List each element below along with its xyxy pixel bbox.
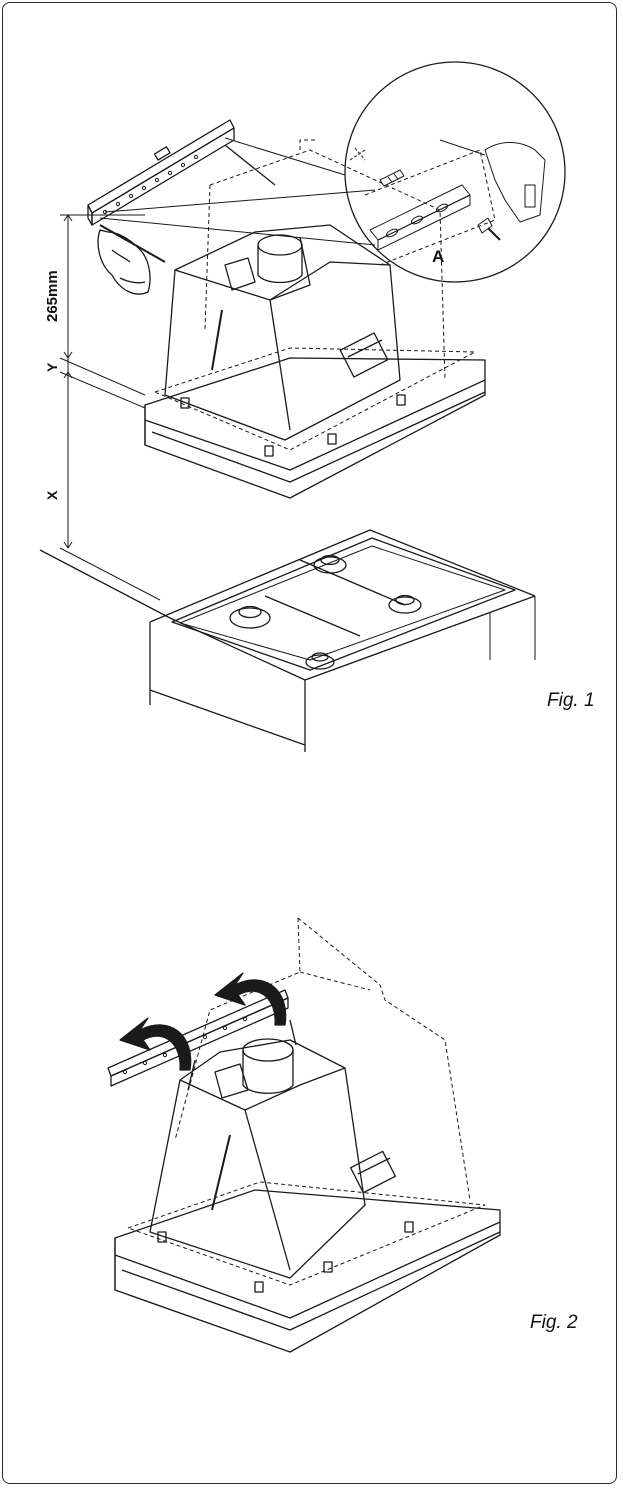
hand-with-pencil	[97, 224, 166, 295]
detail-a-label: A	[432, 247, 444, 266]
arrow-left-icon	[119, 1017, 192, 1071]
arrow-right-icon	[214, 972, 287, 1026]
worktop-and-hob	[39, 529, 536, 752]
dimension-lines	[59, 214, 161, 601]
detail-leader-lines	[99, 137, 376, 246]
mounting-bracket-with-level	[87, 119, 276, 226]
figure-1-caption: Fig. 1	[547, 690, 595, 711]
hood-base-frame	[144, 347, 486, 499]
dimension-x-label: X	[44, 490, 60, 500]
bracket-holes	[102, 154, 199, 215]
figure-1-illustration: 265mm Y X A	[39, 61, 566, 752]
hob-burners	[229, 554, 422, 670]
dimension-y-label: Y	[44, 362, 60, 372]
figure-2-caption: Fig. 2	[530, 1312, 578, 1333]
hood-body	[164, 224, 401, 441]
hanging-arrows	[119, 972, 287, 1071]
mounting-bracket	[107, 989, 289, 1087]
detail-circle-drill	[344, 61, 566, 283]
hood-body	[149, 1019, 397, 1279]
wall-outline-dashed	[174, 917, 471, 1201]
wall-outline-dashed	[204, 139, 446, 381]
dimension-265mm-label: 265mm	[44, 270, 61, 322]
hood-base-frame	[114, 1181, 501, 1353]
